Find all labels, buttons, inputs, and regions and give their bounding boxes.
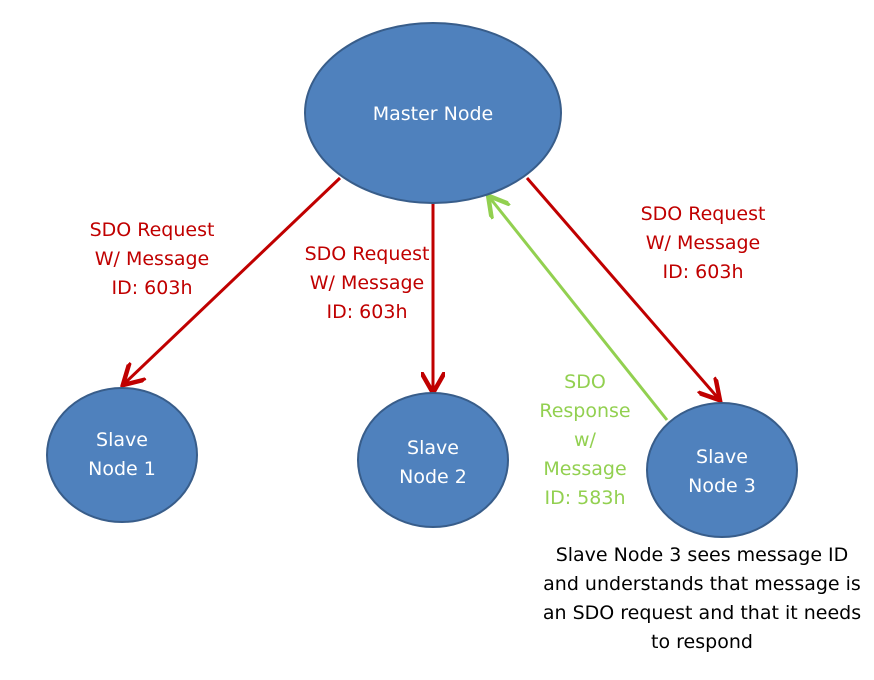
slave-node-1-label-line2: Node 1: [88, 458, 156, 480]
explanation-note: Slave Node 3 sees message ID and underst…: [543, 544, 861, 653]
request-label-slave2: SDO Request W/ Message ID: 603h: [305, 243, 430, 323]
response-label-line1: SDO: [564, 371, 606, 393]
slave-node-2-label-line2: Node 2: [399, 466, 467, 488]
response-label-line4: Message: [543, 458, 626, 480]
master-node: Master Node: [304, 22, 562, 204]
request-label-slave3: SDO Request W/ Message ID: 603h: [641, 203, 766, 283]
response-label-line5: ID: 583h: [545, 487, 626, 509]
slave-node-1-label-line1: Slave: [96, 429, 148, 451]
request-label-slave3-line3: ID: 603h: [663, 261, 744, 283]
request-label-slave3-line1: SDO Request: [641, 203, 766, 225]
request-arrow-slave1: [125, 176, 342, 383]
explanation-note-line3: an SDO request and that it needs: [543, 602, 861, 624]
slave-node-3-label-line2: Node 3: [688, 475, 756, 497]
response-label-line2: Response: [539, 400, 630, 422]
request-label-slave3-line2: W/ Message: [646, 232, 761, 254]
request-label-slave1-line3: ID: 603h: [112, 277, 193, 299]
slave-node-2: Slave Node 2: [357, 392, 509, 528]
request-label-slave1-line2: W/ Message: [95, 248, 210, 270]
request-label-slave1: SDO Request W/ Message ID: 603h: [90, 219, 215, 299]
slave-node-3: Slave Node 3: [646, 402, 798, 538]
slave-node-3-label-line1: Slave: [696, 446, 748, 468]
explanation-note-line2: and understands that message is: [543, 573, 861, 595]
response-label-line3: w/: [574, 429, 597, 451]
slave-node-2-label-line1: Slave: [407, 437, 459, 459]
request-label-slave2-line2: W/ Message: [310, 272, 425, 294]
explanation-note-line1: Slave Node 3 sees message ID: [556, 544, 849, 566]
master-node-label: Master Node: [373, 103, 494, 125]
request-label-slave1-line1: SDO Request: [90, 219, 215, 241]
request-arrow-slave3: [525, 177, 718, 398]
response-label: SDO Response w/ Message ID: 583h: [539, 371, 630, 509]
slave-node-1: Slave Node 1: [46, 387, 198, 523]
explanation-note-line4: to respond: [651, 631, 753, 653]
request-label-slave2-line1: SDO Request: [305, 243, 430, 265]
response-arrow-master: [490, 198, 669, 421]
request-label-slave2-line3: ID: 603h: [327, 301, 408, 323]
